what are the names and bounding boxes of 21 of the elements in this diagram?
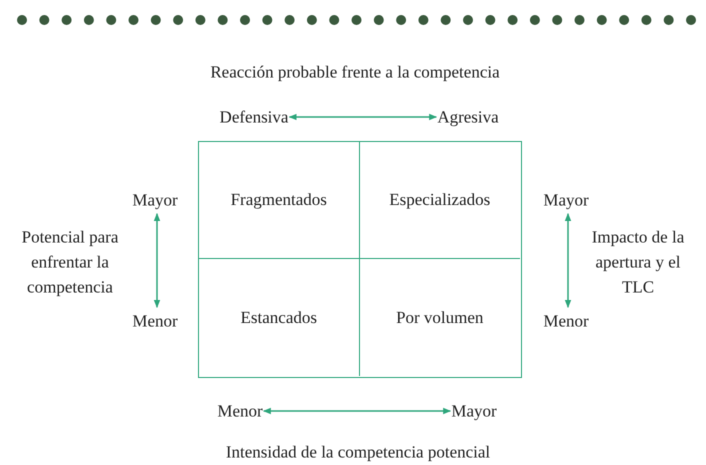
double-arrow (154, 212, 160, 308)
axis-end-label: Mayor (132, 187, 178, 213)
double-arrow (262, 408, 452, 414)
matrix-grid (198, 141, 522, 378)
axis-end-label: Mayor (543, 187, 589, 213)
axis-end-label: Defensiva (220, 104, 288, 130)
quadrant-cell: Estancados (199, 259, 360, 376)
axis-end-label: Menor (543, 308, 589, 334)
axis-end-label: Menor (132, 308, 178, 334)
axis-title: Intensidad de la competencia potencial (224, 442, 492, 464)
axis-end-label: Mayor (451, 398, 497, 424)
axis-title: Impacto de la apertura y el TLC (590, 226, 686, 298)
quadrant-cell: Por volumen (360, 259, 520, 376)
quadrant-cell: Especializados (360, 142, 520, 259)
double-arrow (564, 212, 572, 308)
axis-end-label: Menor (217, 398, 263, 424)
axis-title: Reacción probable frente a la competencia (209, 62, 501, 84)
axis-end-label: Agresiva (437, 104, 499, 130)
double-arrow (288, 114, 438, 120)
axis-title: Potencial para enfrentar la competencia (20, 226, 120, 298)
quadrant-cell: Fragmentados (199, 142, 360, 259)
